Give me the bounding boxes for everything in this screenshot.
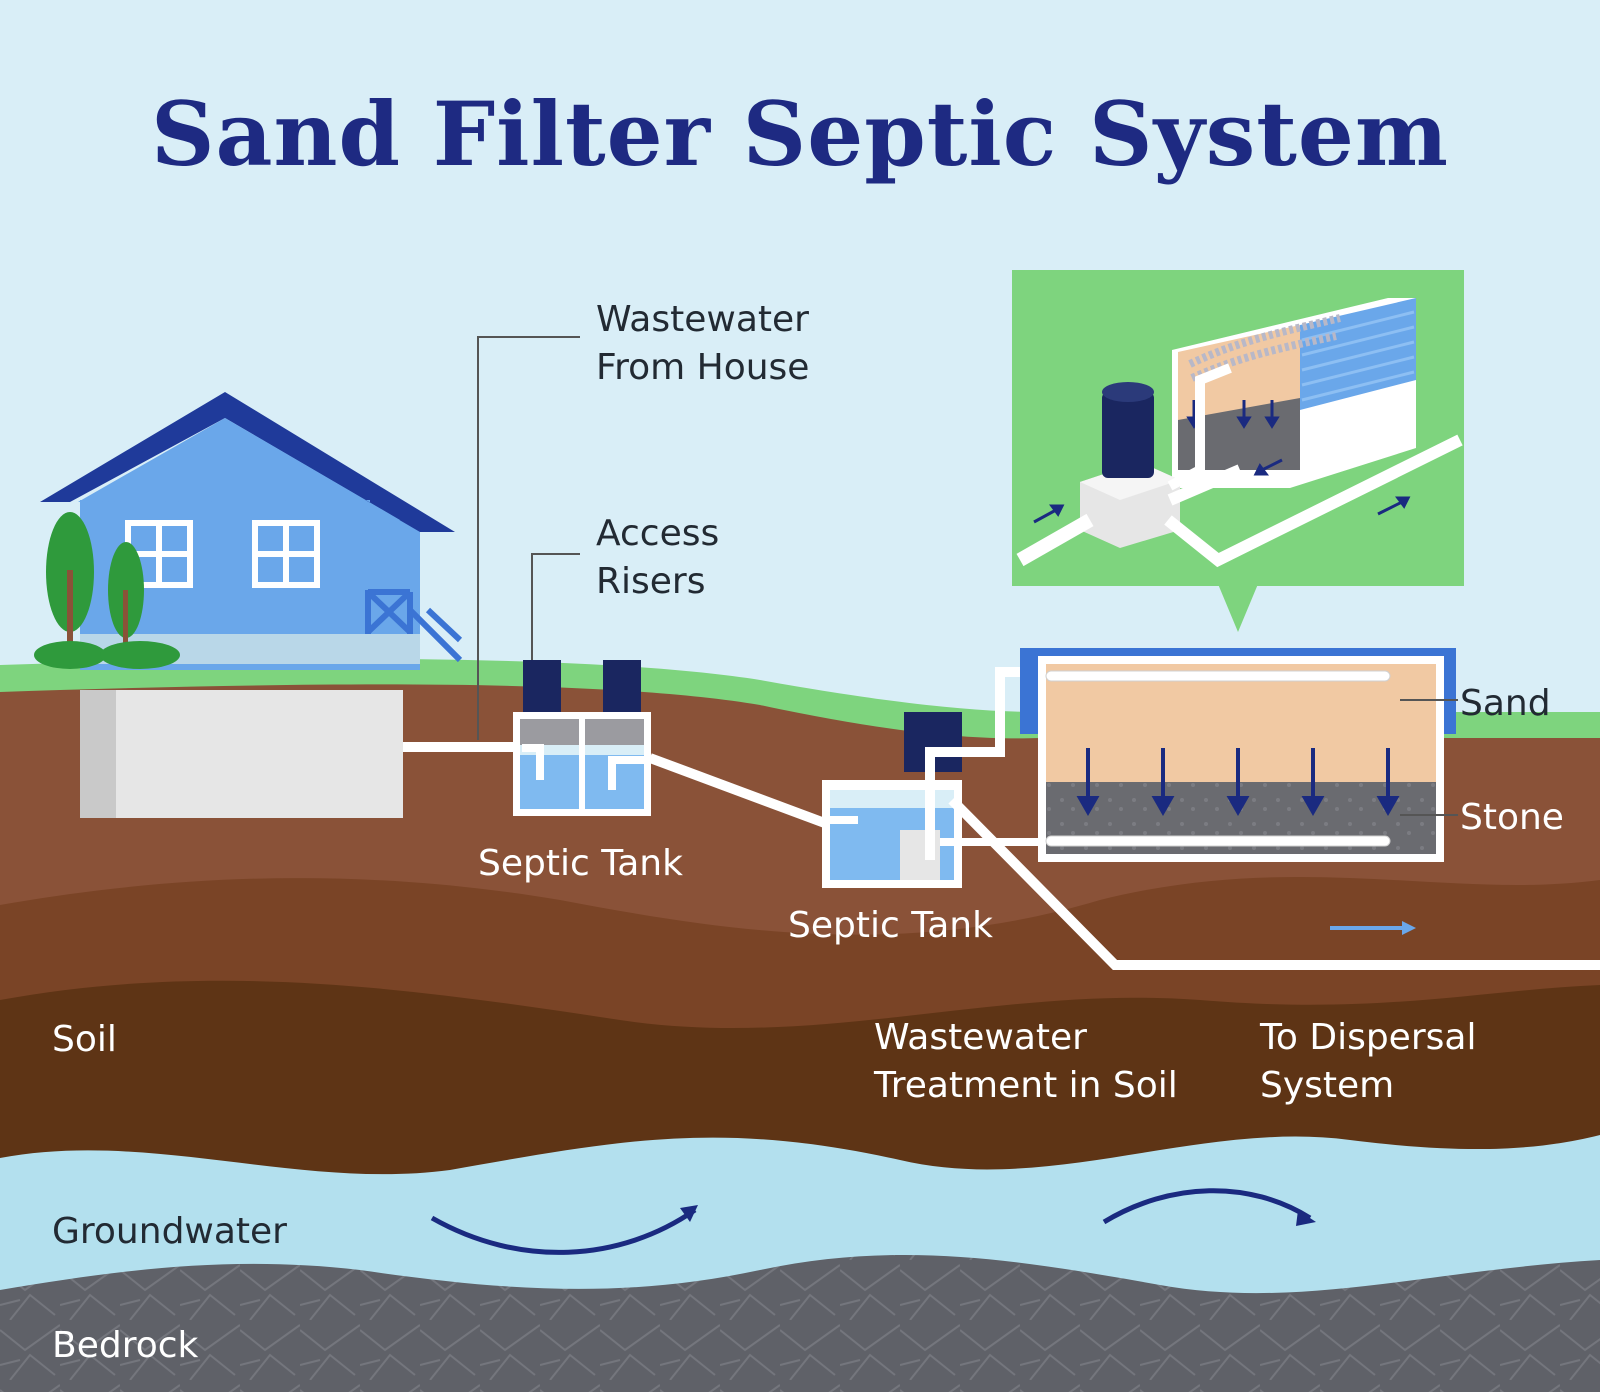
dispersal-flow-arrow	[1330, 921, 1416, 935]
label-line: Treatment in Soil	[874, 1065, 1178, 1106]
leader-access-risers	[531, 553, 580, 670]
septic-tank-2	[822, 667, 1038, 888]
label-groundwater: Groundwater	[52, 1211, 287, 1252]
distribution-pipe	[1045, 670, 1391, 682]
label-access-risers: Access Risers	[596, 510, 719, 606]
groundwater-flow-arrow-1-head	[680, 1205, 698, 1222]
label-to-dispersal: To Dispersal System	[1260, 1014, 1476, 1110]
septic-tank-1	[513, 660, 651, 816]
label-soil: Soil	[52, 1019, 117, 1060]
groundwater-flow-arrow-2-head	[1296, 1210, 1316, 1226]
label-septic-tank-1: Septic Tank	[478, 843, 683, 884]
house-foundation-shadow	[80, 690, 116, 818]
bedrock-layer	[0, 1254, 1600, 1392]
filter-inset-callout	[1012, 270, 1464, 632]
filter-flow-arrows	[1076, 748, 1400, 817]
label-line: Wastewater	[874, 1017, 1087, 1058]
leader-wastewater-from-house	[477, 336, 580, 740]
label-line: From House	[596, 347, 810, 388]
label-sand: Sand	[1460, 683, 1551, 724]
groundwater-flow-arrow-2	[1102, 1188, 1312, 1225]
sand-filter-box	[1020, 648, 1456, 862]
pipe-house-to-tank	[403, 742, 523, 752]
groundwater-flow-arrow-1	[430, 1207, 697, 1255]
label-line: Wastewater	[596, 299, 809, 340]
diagram-title: Sand Filter Septic System	[150, 82, 1450, 186]
label-wastewater-treatment: Wastewater Treatment in Soil	[874, 1014, 1178, 1110]
pipe-tank1-to-tank2	[648, 753, 832, 830]
label-line: System	[1260, 1065, 1395, 1106]
label-wastewater-from-house: Wastewater From House	[596, 296, 809, 392]
trees	[34, 512, 180, 669]
house-foundation	[80, 690, 403, 818]
collection-pipe	[1045, 835, 1391, 847]
label-line: Risers	[596, 561, 706, 602]
label-bedrock: Bedrock	[52, 1325, 199, 1366]
pipe-to-dispersal	[948, 796, 1600, 970]
label-line: Access	[596, 513, 720, 554]
label-stone: Stone	[1460, 797, 1564, 838]
label-line: To Dispersal	[1260, 1017, 1477, 1058]
label-septic-tank-2: Septic Tank	[788, 905, 993, 946]
